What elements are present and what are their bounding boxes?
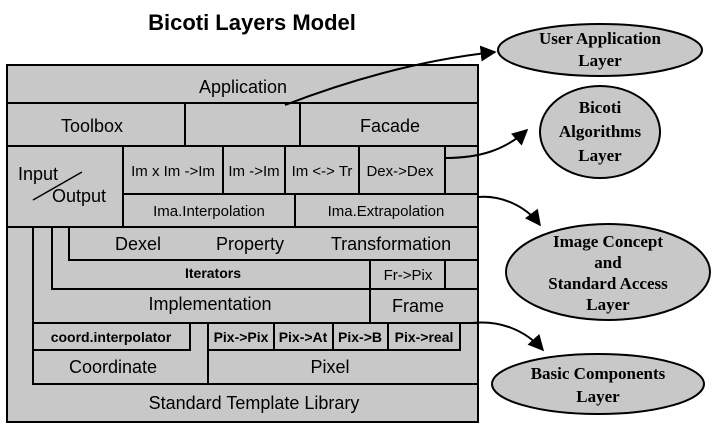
dexel-label: Dexel bbox=[115, 234, 161, 254]
diagram-title: Bicoti Layers Model bbox=[148, 10, 356, 35]
concepts-region bbox=[68, 226, 479, 261]
ima-extrapolation-label: Ima.Extrapolation bbox=[328, 203, 445, 220]
pix-pix-label: Pix->Pix bbox=[214, 329, 269, 345]
user-application-layer-oval: User Application Layer bbox=[497, 23, 703, 77]
input-label: Input bbox=[18, 164, 58, 184]
bicoti-line-3: Layer bbox=[578, 146, 622, 165]
pixel-label: Pixel bbox=[310, 357, 349, 377]
coordinate-label: Coordinate bbox=[69, 357, 157, 377]
ima-interpolation-label: Ima.Interpolation bbox=[153, 203, 265, 220]
fr-pix-label: Fr->Pix bbox=[384, 267, 433, 284]
coord-interpolator-label: coord.interpolator bbox=[51, 329, 172, 345]
pix-real-box bbox=[387, 322, 461, 351]
bicoti-algorithms-layer-oval: Bicoti Algorithms Layer bbox=[539, 85, 661, 179]
iterators-label: Iterators bbox=[185, 265, 241, 281]
pix-real-label: Pix->real bbox=[395, 329, 454, 345]
stl-label: Standard Template Library bbox=[149, 393, 360, 413]
frame-label: Frame bbox=[392, 296, 444, 316]
arrow-basic-components bbox=[471, 321, 545, 352]
transformation-label: Transformation bbox=[331, 234, 451, 254]
arrow-bicoti-algorithms bbox=[444, 128, 529, 159]
application-label: Application bbox=[199, 77, 287, 97]
image-concept-layer-oval: Image Concept and Standard Access Layer bbox=[505, 223, 711, 321]
basic-components-layer-oval: Basic Components Layer bbox=[491, 353, 705, 415]
pix-b-label: Pix->B bbox=[338, 329, 382, 345]
arrow-image-concept bbox=[477, 195, 541, 227]
output-label: Output bbox=[52, 186, 106, 206]
image-concept-line-2: and bbox=[594, 253, 622, 272]
im-x-im-label: Im x Im ->Im bbox=[131, 163, 215, 180]
image-concept-line-1: Image Concept bbox=[553, 232, 663, 251]
outer-frame bbox=[6, 64, 479, 423]
bicoti-line-2: Algorithms bbox=[559, 122, 642, 141]
image-concept-line-4: Layer bbox=[586, 295, 630, 314]
property-label: Property bbox=[216, 234, 284, 254]
coord-interpolator-box bbox=[32, 322, 191, 351]
pix-at-label: Pix->At bbox=[279, 329, 328, 345]
basic-components-line-1: Basic Components bbox=[531, 364, 666, 383]
user-application-line-2: Layer bbox=[578, 51, 622, 70]
im-im-label: Im ->Im bbox=[228, 163, 279, 180]
input-output-slash bbox=[32, 171, 83, 201]
implementation-label: Implementation bbox=[148, 294, 271, 314]
bicoti-line-1: Bicoti bbox=[579, 98, 622, 117]
toolbox-label: Toolbox bbox=[61, 116, 123, 136]
user-application-line-1: User Application bbox=[539, 29, 662, 48]
arrow-user-application bbox=[284, 45, 497, 106]
image-concept-line-3: Standard Access bbox=[548, 274, 668, 293]
basic-components-line-2: Layer bbox=[576, 387, 620, 406]
im-tr-label: Im <-> Tr bbox=[292, 163, 353, 180]
dex-dex-label: Dex->Dex bbox=[366, 163, 434, 180]
facade-label: Facade bbox=[360, 116, 420, 136]
